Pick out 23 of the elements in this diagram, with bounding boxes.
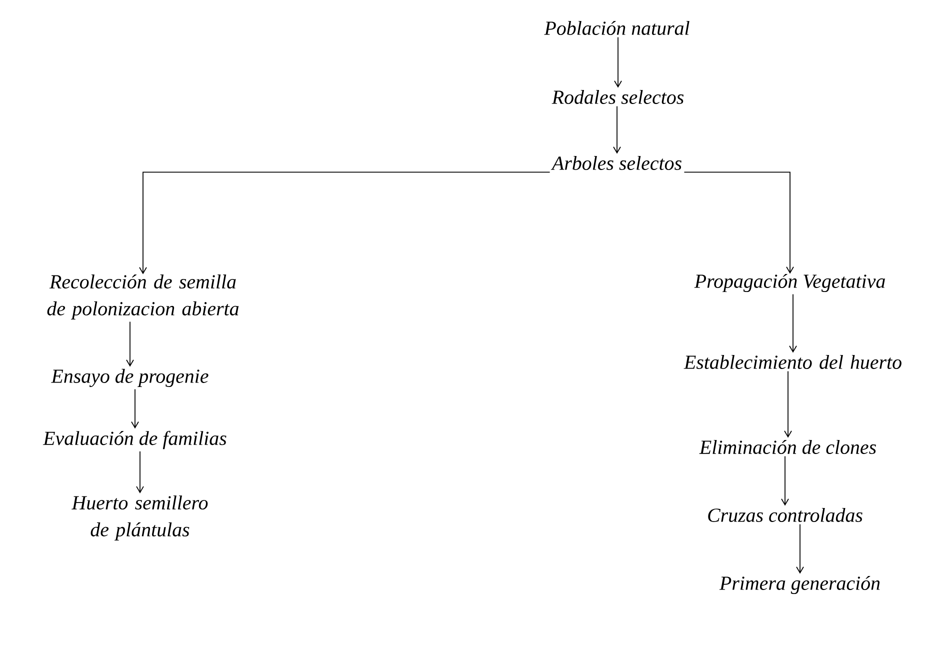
step-label: Establecimiento del huerto [684,354,902,370]
step-label: Cruzas controladas [708,508,862,522]
arrow [684,172,794,274]
arrow [789,294,797,353]
arrow [131,388,139,429]
arrow [784,370,792,438]
step-label: Propagación Vegetativa [694,274,885,292]
step-label: Eliminación de clones [699,440,876,454]
step-label: Primera generación [719,576,880,594]
arrow [139,172,550,274]
arrow [136,450,144,494]
step-label: Recolección de semilla de polonizacion abierta [47,274,239,320]
arrow [613,106,621,154]
step-label: Población natural [544,20,690,36]
step-label: Evaluación de familias [42,430,226,450]
arrow [126,321,134,367]
step-label: Huerto semillero de plántulas [72,496,208,540]
step-label: Arboles selectos [550,156,682,170]
step-label: Rodales selectos [552,90,684,104]
arrow [796,524,804,574]
arrow [614,36,622,88]
step-label: Ensayo de progenie [51,368,208,388]
arrow [781,456,789,506]
